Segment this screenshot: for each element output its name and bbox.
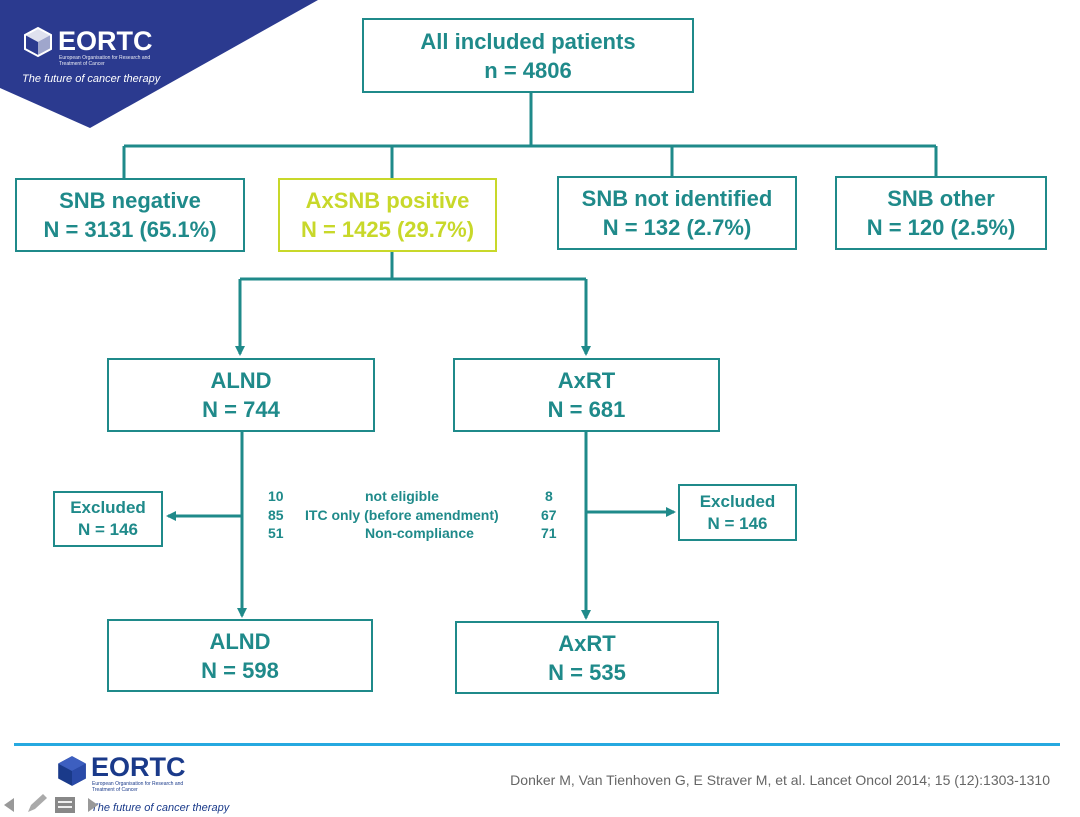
eortc-cube-icon <box>24 26 52 58</box>
box-count: n = 4806 <box>484 57 572 83</box>
logo-wordmark: EORTC <box>91 752 186 782</box>
box-axrt-final: AxRT N = 535 <box>455 621 719 694</box>
box-title: All included patients <box>420 28 636 54</box>
box-snb-other: SNB other N = 120 (2.5%) <box>835 176 1047 250</box>
logo-tagline: The future of cancer therapy <box>22 73 161 85</box>
box-title: ALND <box>209 628 271 654</box>
box-title: SNB negative <box>59 188 201 213</box>
box-count: N = 681 <box>547 397 626 422</box>
arrow-left-icon[interactable] <box>0 795 20 815</box>
box-axrt-initial: AxRT N = 681 <box>453 358 720 432</box>
eortc-cube-icon <box>58 756 86 786</box>
box-snb-not-identified: SNB not identified N = 132 (2.7%) <box>557 176 797 250</box>
box-title: Excluded <box>699 491 776 511</box>
box-alnd-initial: ALND N = 744 <box>107 358 375 432</box>
arrow-right-icon[interactable] <box>82 795 102 815</box>
slide-nav <box>0 793 110 817</box>
box-title: SNB other <box>887 186 995 211</box>
box-count: N = 744 <box>202 397 280 422</box>
box-excluded-right: Excluded N = 146 <box>678 484 797 541</box>
logo-subtext: European Organisation for Research and T… <box>92 781 184 793</box>
box-count: N = 3131 (65.1%) <box>43 217 217 242</box>
box-title: AxSNB positive <box>305 188 470 213</box>
reason-left-count: 51 <box>268 525 284 541</box>
box-title: ALND <box>210 368 272 393</box>
footer-divider <box>14 743 1060 746</box>
box-alnd-final: ALND N = 598 <box>107 619 373 692</box>
reason-left-count: 85 <box>268 507 284 523</box>
reason-left-count: 10 <box>268 488 284 504</box>
reason-label: not eligible <box>365 488 439 504</box>
box-count: N = 1425 (29.7%) <box>300 217 475 242</box>
reason-right-count: 71 <box>541 525 557 541</box>
box-axsnb-positive: AxSNB positive N = 1425 (29.7%) <box>278 178 497 252</box>
reason-label: ITC only (before amendment) <box>305 507 499 523</box>
box-title: SNB not identified <box>581 186 773 211</box>
box-excluded-left: Excluded N = 146 <box>53 491 163 547</box>
pencil-icon[interactable] <box>25 793 49 815</box>
box-title: AxRT <box>558 630 616 656</box>
logo-wordmark: EORTC <box>58 26 153 56</box>
corner-banner <box>0 0 318 128</box>
reason-label: Non-compliance <box>365 525 474 541</box>
logo-tagline: The future of cancer therapy <box>91 802 230 814</box>
logo-subtext: European Organisation for Research and T… <box>59 55 151 67</box>
reason-right-count: 8 <box>545 488 553 504</box>
box-title: Excluded <box>70 498 146 517</box>
citation: Donker M, Van Tienhoven G, E Straver M, … <box>510 772 1050 788</box>
box-count: N = 598 <box>201 657 279 683</box>
box-snb-negative: SNB negative N = 3131 (65.1%) <box>15 178 245 252</box>
box-count: N = 146 <box>77 520 138 539</box>
menu-icon[interactable] <box>54 795 76 815</box>
box-count: N = 132 (2.7%) <box>602 215 752 240</box>
box-count: N = 535 <box>548 659 626 685</box>
box-title: AxRT <box>557 368 616 393</box>
reason-right-count: 67 <box>541 507 557 523</box>
box-count: N = 120 (2.5%) <box>866 215 1016 240</box>
box-count: N = 146 <box>707 513 768 533</box>
box-all-patients: All included patients n = 4806 <box>362 18 694 93</box>
